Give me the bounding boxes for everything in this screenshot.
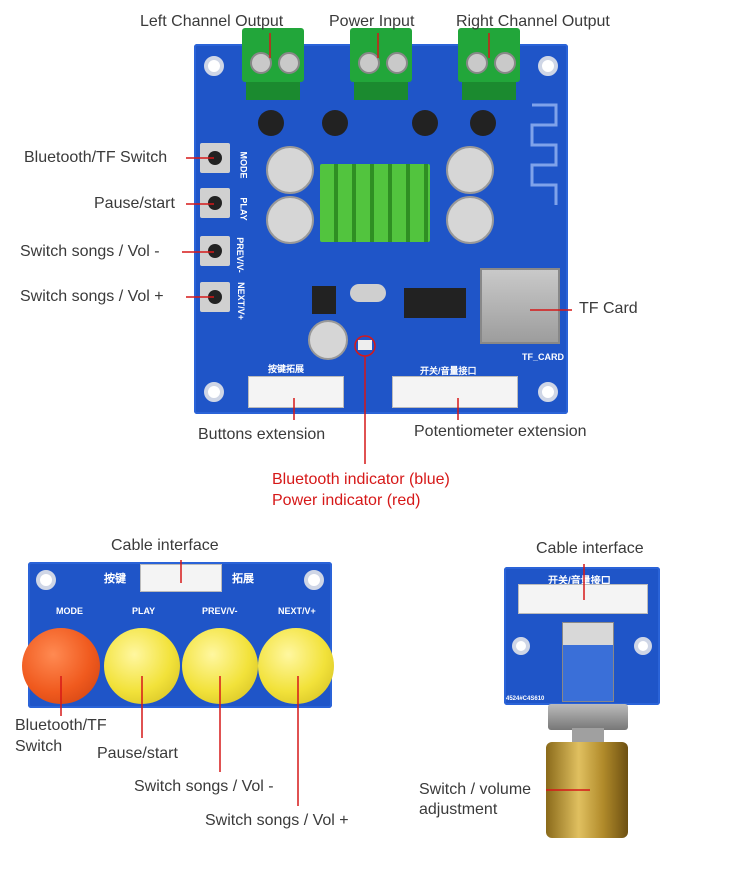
label-pause-start-2: Pause/start (97, 745, 178, 762)
label-switch-songs-vol-plus-2: Switch songs / Vol + (205, 812, 349, 829)
mount-hole (304, 570, 324, 590)
label-bt-tf-switch-line2: Switch (15, 738, 63, 755)
silk-pot-board: 开关/音量接口 (548, 576, 611, 587)
terminal-screw (494, 52, 516, 74)
next-button-cap[interactable] (258, 628, 334, 704)
inductor (322, 110, 348, 136)
terminal-base (246, 82, 300, 100)
label-power-input: Power Input (329, 13, 415, 30)
heatsink (320, 164, 430, 242)
terminal-screw (278, 52, 300, 74)
mount-hole (634, 637, 652, 655)
silk-tf-card: TF_CARD (522, 352, 564, 362)
capacitor (266, 146, 314, 194)
terminal-base (462, 82, 516, 100)
mount-hole (538, 382, 558, 402)
terminal-screw (386, 52, 408, 74)
terminal-screw (250, 52, 272, 74)
mount-hole (204, 382, 224, 402)
label-switch-volume-line2: adjustment (419, 801, 498, 818)
label-cable-interface-right: Cable interface (536, 540, 644, 557)
label-right-channel-output: Right Channel Output (456, 13, 610, 30)
potentiometer-nut (548, 704, 628, 730)
capacitor (266, 196, 314, 244)
silk-next-2: NEXT/V+ (278, 606, 316, 616)
silk-mode-2: MODE (56, 606, 83, 616)
silk-prev-2: PREV/V- (202, 606, 238, 616)
label-tf-card: TF Card (579, 300, 638, 317)
capacitor (308, 320, 348, 360)
terminal-screw (466, 52, 488, 74)
tact-button-play[interactable] (200, 188, 230, 218)
mount-hole (538, 56, 558, 76)
bluetooth-antenna (530, 103, 558, 205)
label-pause-start: Pause/start (94, 195, 175, 212)
mount-hole (512, 637, 530, 655)
mount-hole (204, 56, 224, 76)
silk-pot-code: 4524#C4S610 (506, 696, 545, 702)
capacitor (446, 196, 494, 244)
silk-buttons-ext: 按键拓展 (268, 364, 305, 374)
label-switch-songs-vol-minus: Switch songs / Vol - (20, 243, 160, 260)
label-bluetooth-tf-switch: Bluetooth/TF Switch (24, 149, 168, 166)
label-switch-songs-vol-minus-2: Switch songs / Vol - (134, 778, 274, 795)
tact-button-prev[interactable] (200, 236, 230, 266)
pot-board-connector (518, 584, 648, 614)
mount-hole (36, 570, 56, 590)
ic-chip (404, 288, 466, 318)
tf-card-slot (480, 268, 560, 344)
potentiometer-body (562, 622, 614, 702)
label-bluetooth-indicator: Bluetooth indicator (blue) (272, 471, 450, 488)
inductor (412, 110, 438, 136)
silk-pot-ext: 开关/音量接口 (420, 366, 477, 376)
label-buttons-extension: Buttons extension (198, 426, 326, 443)
terminal-base (354, 82, 408, 100)
terminal-screw (358, 52, 380, 74)
silk-btn-board-right: 拓展 (232, 573, 254, 585)
capacitor (446, 146, 494, 194)
inductor (258, 110, 284, 136)
label-left-channel-output: Left Channel Output (140, 13, 284, 30)
label-potentiometer-extension: Potentiometer extension (414, 423, 587, 440)
silk-btn-board-left: 按键 (104, 573, 126, 585)
potentiometer-shaft (572, 728, 604, 744)
inductor (470, 110, 496, 136)
led-indicator (358, 340, 372, 350)
buttons-extension-connector (248, 376, 344, 408)
crystal (350, 284, 386, 302)
label-switch-volume-line1: Switch / volume (419, 781, 532, 798)
label-bt-tf-switch-line1: Bluetooth/TF (15, 717, 107, 734)
potentiometer-extension-connector (392, 376, 518, 408)
label-switch-songs-vol-plus: Switch songs / Vol + (20, 288, 164, 305)
regulator (312, 286, 336, 314)
silk-play-2: PLAY (132, 606, 156, 616)
label-power-indicator: Power indicator (red) (272, 492, 421, 509)
label-cable-interface-left: Cable interface (111, 537, 219, 554)
